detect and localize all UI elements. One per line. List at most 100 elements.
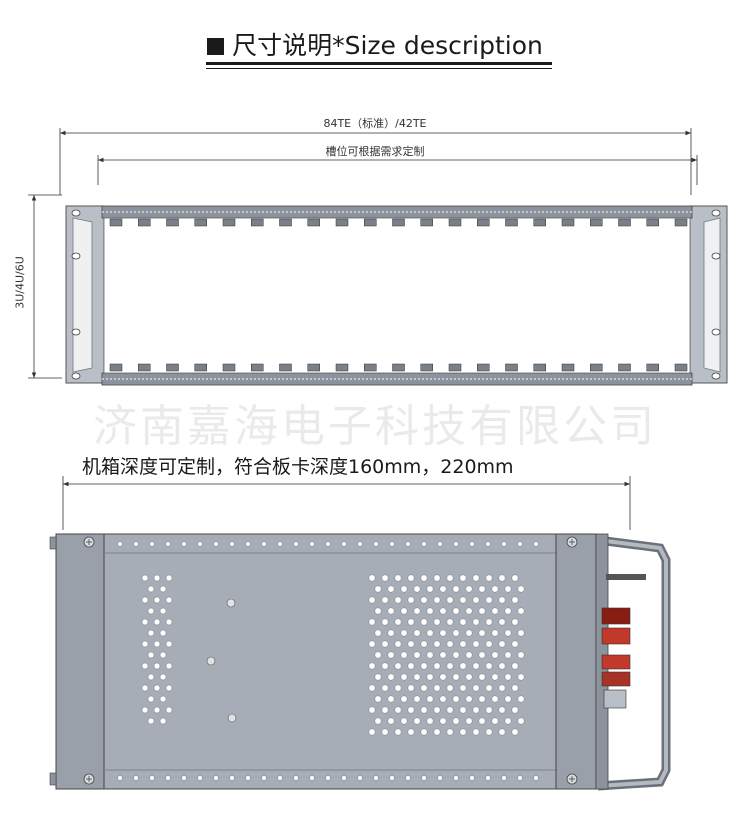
vent-hole xyxy=(472,618,480,626)
vent-hole xyxy=(387,651,395,659)
vent-hole xyxy=(465,651,473,659)
page-title: 尺寸说明*Size description xyxy=(0,26,750,62)
vent-hole xyxy=(229,541,235,547)
bottom-slot-guide xyxy=(279,363,292,372)
vent-hole xyxy=(407,662,415,670)
vent-hole xyxy=(147,673,155,681)
vent-hole xyxy=(357,541,363,547)
vent-hole xyxy=(478,607,486,615)
vent-hole xyxy=(165,775,171,781)
vent-hole xyxy=(446,728,454,736)
vent-hole xyxy=(153,662,161,670)
vent-hole xyxy=(491,607,499,615)
vent-hole xyxy=(517,651,525,659)
vent-hole xyxy=(213,541,219,547)
vent-hole xyxy=(433,618,441,626)
vent-hole xyxy=(504,695,512,703)
vent-hole xyxy=(472,706,480,714)
depth-dimension-line xyxy=(62,476,631,530)
vent-hole xyxy=(368,640,376,648)
vent-hole xyxy=(472,574,480,582)
bottom-slot-guide xyxy=(364,363,377,372)
vent-hole xyxy=(472,662,480,670)
vent-hole xyxy=(153,640,161,648)
vent-hole xyxy=(478,673,486,681)
top-slot-guide xyxy=(533,218,546,227)
vent-hole xyxy=(504,651,512,659)
top-slot-guide xyxy=(109,218,123,227)
vent-hole xyxy=(229,775,235,781)
vent-hole xyxy=(374,585,382,593)
vent-hole xyxy=(153,618,161,626)
bottom-slot-guide xyxy=(561,363,575,372)
bottom-slot-guide xyxy=(674,363,688,372)
vent-hole xyxy=(400,607,408,615)
vent-hole xyxy=(407,706,415,714)
vent-hole xyxy=(245,775,251,781)
vent-hole xyxy=(133,775,139,781)
vent-hole xyxy=(433,574,441,582)
vent-hole xyxy=(459,728,467,736)
front-chassis xyxy=(65,205,728,386)
vent-hole xyxy=(400,585,408,593)
vent-hole xyxy=(504,717,512,725)
vent-hole xyxy=(357,775,363,781)
vent-hole xyxy=(511,618,519,626)
bottom-slot-guide xyxy=(590,363,603,372)
vent-hole xyxy=(459,574,467,582)
vent-hole xyxy=(498,706,506,714)
vent-hole xyxy=(245,541,251,547)
vent-hole xyxy=(485,640,493,648)
top-slot-guide xyxy=(646,218,659,227)
top-slot-guide xyxy=(307,218,320,227)
vent-hole xyxy=(433,640,441,648)
top-slot-guide xyxy=(561,218,575,227)
vent-hole xyxy=(381,662,389,670)
vent-hole xyxy=(501,541,507,547)
vent-hole xyxy=(133,541,139,547)
vent-hole xyxy=(381,618,389,626)
vent-hole xyxy=(504,585,512,593)
vent-hole xyxy=(400,717,408,725)
vent-hole xyxy=(381,706,389,714)
vent-hole xyxy=(465,607,473,615)
vent-hole xyxy=(452,629,460,637)
vent-hole xyxy=(374,629,382,637)
vent-hole xyxy=(452,717,460,725)
vent-hole xyxy=(341,775,347,781)
vent-hole xyxy=(153,596,161,604)
vent-hole xyxy=(459,596,467,604)
vent-hole xyxy=(400,651,408,659)
vent-hole xyxy=(472,684,480,692)
vent-hole xyxy=(478,717,486,725)
vent-hole xyxy=(159,673,167,681)
top-slot-guide xyxy=(364,218,377,227)
vent-hole xyxy=(165,541,171,547)
vent-hole xyxy=(394,618,402,626)
top-slot-guide xyxy=(477,218,490,227)
depth-dimension-label: 机箱深度可定制，符合板卡深度160mm，220mm xyxy=(82,456,514,478)
vent-hole xyxy=(469,775,475,781)
title-underline-thin xyxy=(206,68,552,69)
bottom-slot-guide xyxy=(138,363,151,372)
bottom-slot-guide xyxy=(533,363,546,372)
vent-hole xyxy=(394,640,402,648)
vent-hole xyxy=(394,728,402,736)
vent-hole xyxy=(439,585,447,593)
vent-hole xyxy=(469,541,475,547)
vent-hole xyxy=(511,574,519,582)
vent-hole xyxy=(420,640,428,648)
vent-hole xyxy=(153,574,161,582)
vent-hole xyxy=(433,596,441,604)
vent-hole xyxy=(478,585,486,593)
vent-hole xyxy=(373,541,379,547)
vent-hole xyxy=(153,706,161,714)
vent-hole xyxy=(141,574,149,582)
vent-hole xyxy=(517,629,525,637)
vent-hole xyxy=(147,717,155,725)
vent-hole xyxy=(413,695,421,703)
vent-hole xyxy=(261,775,267,781)
top-slot-guide xyxy=(392,218,405,227)
vent-hole xyxy=(485,728,493,736)
bottom-slot-guide xyxy=(251,363,264,372)
